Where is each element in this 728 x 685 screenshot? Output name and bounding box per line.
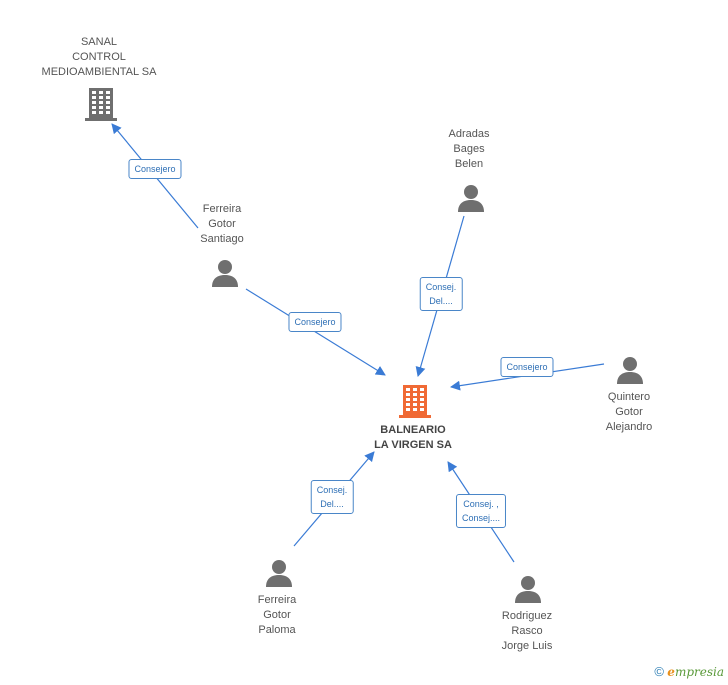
adradas-label[interactable]: Adradas Bages Belen bbox=[448, 128, 490, 170]
rodriguez-label[interactable]: Rodriguez Rasco Jorge Luis bbox=[501, 610, 553, 652]
edge-label-santiago-center[interactable]: Consejero bbox=[288, 312, 342, 332]
empresia-credit: © empresia bbox=[654, 664, 724, 679]
building-icon bbox=[85, 88, 117, 121]
ferreira-paloma-person-icon[interactable] bbox=[264, 558, 294, 588]
edge-label-paloma-center[interactable]: Consej. Del.... bbox=[310, 480, 354, 514]
building-icon bbox=[399, 385, 431, 418]
adradas-person-icon[interactable] bbox=[456, 183, 486, 213]
ferreira-santiago-person-icon[interactable] bbox=[210, 258, 240, 288]
edge-label-santiago-sanal[interactable]: Consejero bbox=[128, 159, 182, 179]
edge-label-rodriguez-center[interactable]: Consej. , Consej.... bbox=[455, 494, 507, 528]
edge-label-adradas-center[interactable]: Consej. Del.... bbox=[419, 277, 463, 311]
quintero-person-icon[interactable] bbox=[615, 355, 645, 385]
ferreira-paloma-label[interactable]: Ferreira Gotor Paloma bbox=[257, 594, 297, 636]
rodriguez-person-icon[interactable] bbox=[513, 574, 543, 604]
sanal-company-icon[interactable] bbox=[84, 86, 118, 122]
copyright-symbol: © bbox=[654, 664, 664, 679]
center-company-label[interactable]: BALNEARIO LA VIRGEN SA bbox=[374, 424, 452, 451]
edge-santiago-center bbox=[245, 288, 386, 376]
ferreira-santiago-label[interactable]: Ferreira Gotor Santiago bbox=[200, 203, 244, 245]
empresia-logo: empresia bbox=[667, 665, 724, 679]
sanal-company-label[interactable]: SANAL CONTROL MEDIOAMBIENTAL SA bbox=[41, 36, 157, 78]
edge-label-quintero-center[interactable]: Consejero bbox=[500, 357, 554, 377]
center-company-icon[interactable] bbox=[398, 383, 432, 419]
quintero-label[interactable]: Quintero Gotor Alejandro bbox=[605, 391, 653, 433]
